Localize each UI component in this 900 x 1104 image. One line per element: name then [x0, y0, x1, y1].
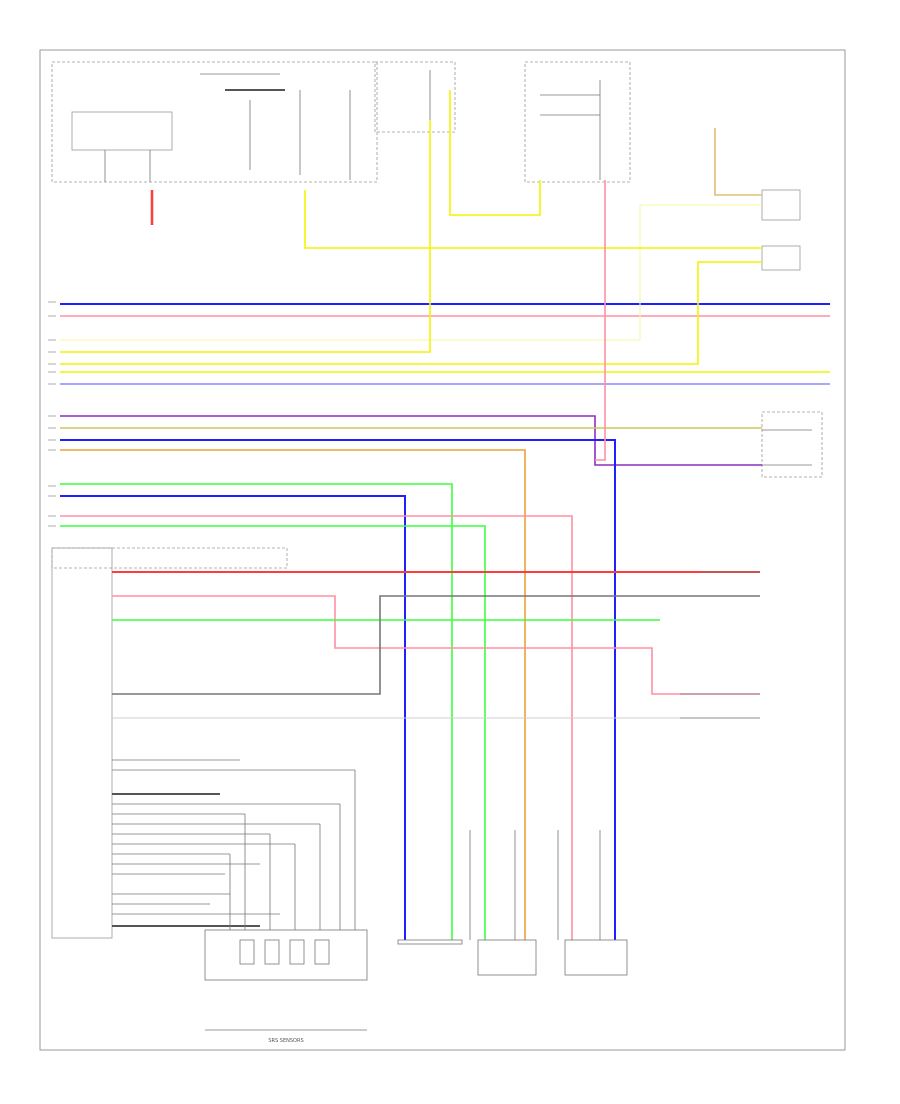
sensor-stubs: [469, 830, 601, 940]
wire-yellow-3: [60, 261, 762, 365]
wire-yellow-1: [60, 204, 762, 341]
under-dash-fuse-box: [51, 61, 378, 183]
left-impact-sensor-box: [564, 939, 628, 976]
srs-unit-main: [51, 547, 113, 939]
seat-belt-sensor-box: [397, 939, 463, 945]
wire-yellow-2: [60, 120, 431, 353]
left-connector-ticks: [48, 301, 56, 527]
wire-pink-srs: [112, 595, 760, 695]
wire-yellow-right: [449, 90, 541, 216]
right-connector-marks: [680, 429, 812, 719]
top-components: [51, 61, 823, 939]
wire-green-2: [60, 525, 486, 940]
wire-blue-seat: [60, 439, 616, 940]
wire-yellow-top: [304, 190, 762, 249]
srs-pin-stubs: [112, 759, 356, 930]
wire-green-1: [60, 483, 453, 940]
passenger-airbag-box: [374, 61, 456, 133]
srs-unit-box: [51, 547, 288, 569]
diagram-frame: [39, 49, 846, 1051]
wire-pink-2: [60, 515, 573, 940]
wire-red-relay: [595, 180, 606, 461]
front-impact-sensor-box: [477, 939, 537, 976]
wire-blue-2: [60, 495, 406, 940]
sensor-boxes: [204, 929, 628, 1031]
relay-details: [104, 70, 601, 182]
passenger-seat-connector: [761, 411, 823, 478]
srs-sensors-label: SRS SENSORS: [268, 1038, 303, 1044]
wire-tan-right: [714, 128, 762, 196]
wire-grey-srs: [112, 595, 760, 695]
sensor-group-box: [204, 929, 368, 981]
right-power-relay-box: [524, 61, 631, 183]
right-connector-a: [761, 189, 801, 221]
right-connector-b: [761, 245, 801, 271]
wires: [60, 90, 830, 940]
fuse-block-inner: [71, 111, 173, 151]
wire-orange: [60, 449, 526, 940]
